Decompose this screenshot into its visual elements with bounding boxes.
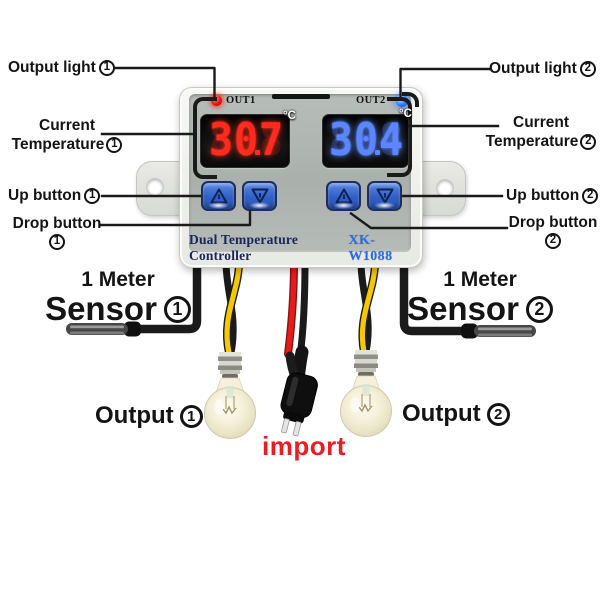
bulb-1 (204, 352, 256, 439)
circled-number: 1 (163, 295, 191, 323)
label-text: Drop button (12, 215, 102, 232)
sensor-1-cable (134, 262, 202, 334)
display-2-bracket (387, 97, 412, 177)
sensor-2-cable (399, 262, 468, 336)
seg-digit: 4 (379, 114, 404, 167)
brand-label: Dual Temperature Controller (189, 232, 299, 263)
down-triangle-icon (251, 188, 268, 204)
power-plug (280, 345, 318, 437)
seg-ghost: 8 (329, 114, 354, 167)
display-2-digit: 8 4 (379, 114, 404, 167)
label-current-temperature-1: Current Temperature 1 (4, 117, 130, 154)
down-triangle-icon (376, 188, 393, 204)
seg-ghost: 8 (234, 114, 259, 167)
label-text: Sensor (45, 290, 157, 327)
out1-label: OUT1 (226, 95, 256, 106)
label-import: import (262, 431, 346, 461)
label-text: Current (39, 117, 95, 134)
brand-row: Dual Temperature Controller XK-W1088 (189, 232, 411, 265)
decimal-point (375, 150, 380, 155)
label-text: Up button (506, 187, 580, 204)
circled-number: 2 (580, 134, 597, 150)
up-button-2[interactable] (326, 181, 361, 211)
out2-label: OUT2 (356, 95, 386, 106)
label-sensor-2: 1 Meter Sensor 2 (404, 268, 556, 326)
output-1-wires (222, 258, 243, 357)
label-text: Temperature (11, 136, 105, 153)
label-text: Drop button (508, 214, 598, 231)
label-text: Output light (489, 60, 577, 77)
label-text: Up button (8, 187, 82, 204)
label-up-button-1: Up button 1 (8, 187, 101, 205)
seg-ghost: 8 (209, 114, 234, 167)
display-1-digit: 8 7 (259, 114, 284, 167)
label-text: Output (95, 402, 174, 429)
circled-number: 1 (179, 404, 203, 428)
celsius-unit-1: °C (283, 110, 296, 122)
celsius-unit-2: °C (399, 108, 412, 120)
label-text: Current (513, 114, 569, 131)
circled-number: 1 (84, 188, 101, 204)
display-2: 8 3 8 0 8 4 (322, 114, 409, 168)
seg-digit: 0 (234, 114, 259, 167)
circled-number: 2 (545, 233, 561, 249)
label-text: Temperature (485, 133, 579, 150)
seg-ghost: 8 (259, 114, 284, 167)
circled-number: 2 (582, 188, 599, 204)
model-label: XK-W1088 (348, 233, 393, 264)
label-text: Sensor (407, 290, 519, 327)
circled-number: 2 (525, 295, 553, 323)
circled-number: 2 (486, 402, 510, 426)
seg-digit: 0 (354, 114, 379, 167)
down-button-1[interactable] (242, 181, 277, 211)
display-2-digit: 8 3 (329, 114, 354, 167)
label-current-temperature-2: Current Temperature 2 (478, 114, 600, 151)
display-1: 8 3 8 0 8 7 (200, 114, 290, 168)
mounting-ear-right (417, 161, 466, 216)
label-text: 1 Meter (443, 268, 517, 291)
circled-number: 2 (579, 61, 596, 77)
label-text: 1 Meter (81, 268, 155, 291)
decimal-point (255, 150, 260, 155)
circled-number: 1 (106, 137, 123, 153)
label-drop-button-2: Drop button 2 (503, 214, 600, 249)
label-text: Output (402, 400, 481, 427)
down-button-2[interactable] (367, 181, 402, 211)
label-text: Output light (8, 59, 96, 76)
output-2-wires (357, 258, 379, 356)
label-sensor-1: 1 Meter Sensor 1 (42, 268, 194, 326)
sensor-2-probe (461, 323, 536, 339)
circled-number: 1 (49, 234, 65, 250)
label-up-button-2: Up button 2 (506, 187, 599, 205)
seg-digit: 3 (209, 114, 234, 167)
display-1-bracket (193, 97, 217, 179)
label-output-light-1: Output light 1 (8, 59, 115, 77)
display-2-digit: 8 0 (354, 114, 379, 167)
label-output-1: Output 1 (95, 402, 203, 430)
label-drop-button-1: Drop button 1 (7, 215, 107, 250)
top-bar-decor (272, 94, 330, 99)
up-button-1[interactable] (201, 181, 236, 211)
label-output-2: Output 2 (402, 400, 510, 428)
seg-ghost: 8 (379, 114, 404, 167)
display-1-digit: 8 0 (234, 114, 259, 167)
seg-ghost: 8 (354, 114, 379, 167)
seg-digit: 3 (329, 114, 354, 167)
seg-digit: 7 (259, 114, 284, 167)
sensor-1-probe (66, 321, 141, 337)
bulb-2 (340, 350, 392, 437)
label-output-light-2: Output light 2 (489, 60, 596, 78)
display-1-digit: 8 3 (209, 114, 234, 167)
circled-number: 1 (98, 60, 115, 76)
